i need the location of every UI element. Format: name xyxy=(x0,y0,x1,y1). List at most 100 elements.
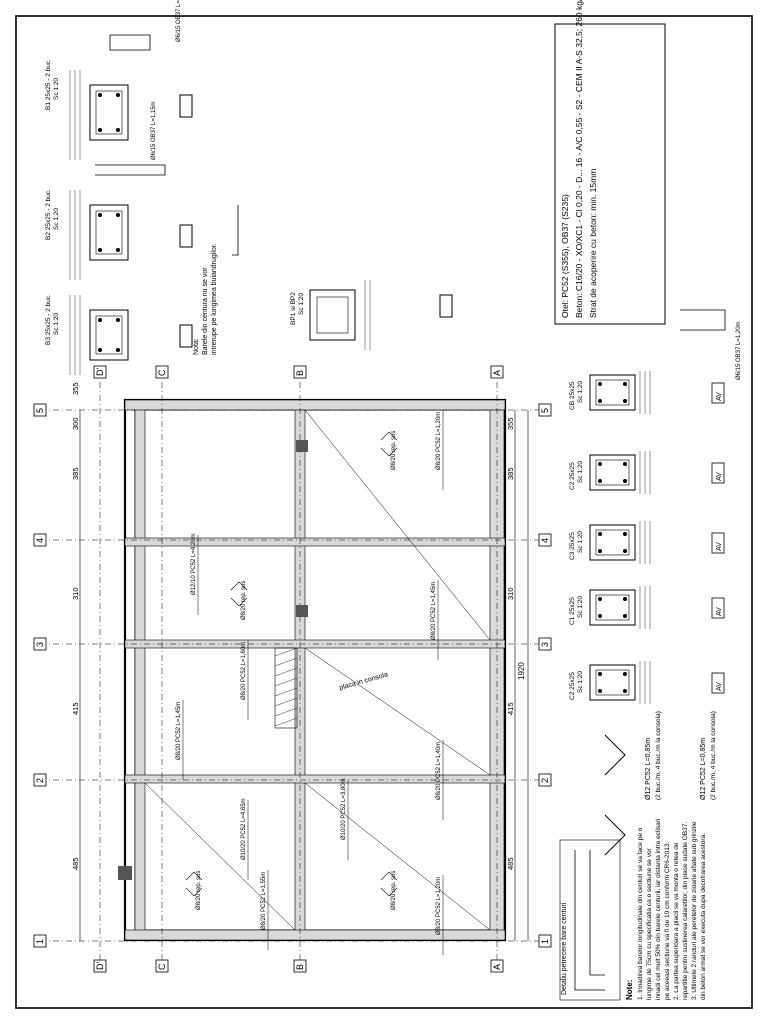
column-section-title: C3 25x25 xyxy=(569,532,576,560)
material-note-line-2: Beton: C16/20 - XO/XC1 - Cl 0,20 - D... … xyxy=(574,0,584,318)
beam-note-line-1: Barele din centura nu se vor xyxy=(202,267,209,355)
note-line: din beton armat se vor executa dupa deco… xyxy=(700,833,707,1000)
grid-bubble-4: 4 xyxy=(33,533,47,547)
beam-section-title: BP1 si BP2 xyxy=(290,292,297,325)
grid-letter: B xyxy=(295,964,305,970)
grid-number: 1 xyxy=(540,939,550,944)
grid-bubble-A: A xyxy=(490,365,504,379)
grid-bubble-A: A xyxy=(490,959,504,973)
beam-section-scale: Sc 1:20 xyxy=(53,78,60,100)
note-line: repartitie pentru sustinerea calaretilor… xyxy=(682,822,689,1000)
lap-detail: Detaliu petrecere bare centuri xyxy=(559,839,621,1001)
beam-section-b1 xyxy=(69,295,193,375)
grid-bubble-B: B xyxy=(293,959,307,973)
grid-lines xyxy=(40,382,545,962)
span-dimension: 310 xyxy=(506,587,515,600)
grid-number: 4 xyxy=(35,538,45,543)
beam-sections: B1 25x25 - 2 buc.Sc 1:20 B2 25x25 - 2 buc… xyxy=(45,0,453,375)
beam-note-line-2: intrerupe pe lungimea buiandrugilor. xyxy=(211,243,218,355)
grid-number: 5 xyxy=(540,408,550,413)
stirrup-note-2: (2 buc./m, 4 buc./m la consola) xyxy=(655,711,662,800)
stirrup-bar-label: Ø6/15 OB37 L=1,20m xyxy=(736,321,742,380)
bar-label: Ø12/10 PC52 L=4,20m xyxy=(191,533,197,595)
stirrup-bar-label: Ø6/15 OB37 L=1,15m xyxy=(151,101,157,160)
overall-dimension: 1920 xyxy=(517,410,529,941)
section-mark: AV xyxy=(716,392,723,401)
grid-bubble-4: 4 xyxy=(538,533,552,547)
span-dimension: 385 xyxy=(506,467,515,480)
section-mark: AV xyxy=(716,682,723,691)
grid-bubble-C: C xyxy=(155,959,169,973)
reinforcement-labels: Ø8/20 PC52 L=1,20m Ø8/20 PC52 L=1,40mØ10/… xyxy=(176,410,444,955)
bar-label: Ø8/20 PC52 L=1,40m xyxy=(436,742,442,800)
span-dimension: 415 xyxy=(506,702,515,715)
grid-letter: A xyxy=(492,370,502,376)
grid-letter: D' xyxy=(95,962,105,970)
grid-bubble-5: 5 xyxy=(538,403,552,417)
plan-inner-outline xyxy=(134,409,496,931)
grid-bubble-3: 3 xyxy=(538,637,552,651)
zone-diagonals xyxy=(144,409,491,931)
cantilever-hatch: placa in consola xyxy=(274,647,389,729)
grid-letter: B xyxy=(295,370,305,376)
slab-plan: placa in consola Ø8/20 PC52 L=1,20mØ8/20… xyxy=(40,382,545,962)
beam-section-title: B2 25x25 - 2 buc. xyxy=(45,189,52,240)
grid-number: 3 xyxy=(35,642,45,647)
beam-section-labels: B1 25x25 - 2 buc.Sc 1:20 B2 25x25 - 2 buc… xyxy=(45,0,305,345)
column-section-title: C2 25x25 xyxy=(569,462,576,490)
beam-note: Nota: Barele din centura nu se vor intre… xyxy=(193,243,218,355)
column-section-scale: Sc 1:20 xyxy=(577,596,584,618)
beam-section-title: B1 25x25 - 2 buc. xyxy=(45,59,52,110)
mesh-label: Ø8/20 rep. sus xyxy=(241,581,247,620)
stirrup-note-1: Ø12 PC52 L=0,85m xyxy=(645,738,652,800)
span-dimension: 300 xyxy=(71,417,80,430)
column-section-scale: Sc 1:20 xyxy=(577,531,584,553)
grid-number: 2 xyxy=(540,778,550,783)
column-section-scale: Sc 1:20 xyxy=(577,381,584,403)
material-note-box: Otel: PC52 (S355), OB37 (S235) Beton: C1… xyxy=(554,0,666,325)
grid-bubble-5: 5 xyxy=(33,403,47,417)
span-dimension: 355 xyxy=(71,382,80,395)
grid-bubble-D': D' xyxy=(93,959,107,973)
stirrup-note-4: (2 buc./m, 4 buc./m la consola) xyxy=(710,711,717,800)
grid-number: 5 xyxy=(35,408,45,413)
bar-label: Ø8/20 PC52 L=1,45m xyxy=(431,582,437,640)
bar-label: Ø8/20 PC52 L=1,60m xyxy=(241,642,247,700)
note-line: pe aceeasi sectiune va fi de 10 cm confo… xyxy=(664,842,671,1000)
grid-bubble-B: B xyxy=(293,365,307,379)
bar-label: Ø8/20 PC52 L=1,55m xyxy=(261,872,267,930)
note-line: innadi cel mult 50% din barele centurii,… xyxy=(655,819,662,1000)
span-dimension: 385 xyxy=(71,467,80,480)
note-line: 1. Innadirea barelor longitudinale din c… xyxy=(637,827,644,1000)
grid-letter: C xyxy=(157,963,167,970)
material-note-line-3: Strat de acoperire cu beton: min. 15mm xyxy=(588,169,598,318)
grid-letter: A xyxy=(492,964,502,970)
bar-label: Ø10/20 PC52 L=3,80m xyxy=(341,778,347,840)
belt-2 xyxy=(124,774,506,784)
sheet-frame xyxy=(15,15,753,1009)
lap-detail-title: Detaliu petrecere bare centuri xyxy=(561,902,568,995)
stirrup-details: Ø12 PC52 L=0,85m (2 buc./m, 4 buc./m la … xyxy=(604,711,717,856)
beam-section-b3 xyxy=(69,70,193,160)
grid-number: 1 xyxy=(35,939,45,944)
columns xyxy=(118,440,308,880)
grid-number: 4 xyxy=(540,538,550,543)
bar-label: Ø10/20 PC52 L=4,65m xyxy=(241,798,247,860)
stirrup-note-3: Ø12 PC52 L=0,85m xyxy=(700,738,707,800)
bar-label: Ø8/20 PC52 L=1,20m xyxy=(436,877,442,935)
column-section-title: C2 25x25 xyxy=(569,672,576,700)
stirrup-hook-2 xyxy=(95,164,166,176)
grid-bubble-1: 1 xyxy=(33,934,47,948)
cantilever-note: placa in consola xyxy=(339,671,389,692)
mesh-label: Ø8/20 rep. sus xyxy=(391,431,397,470)
belt-4 xyxy=(124,537,506,547)
plan-outline xyxy=(123,398,507,942)
